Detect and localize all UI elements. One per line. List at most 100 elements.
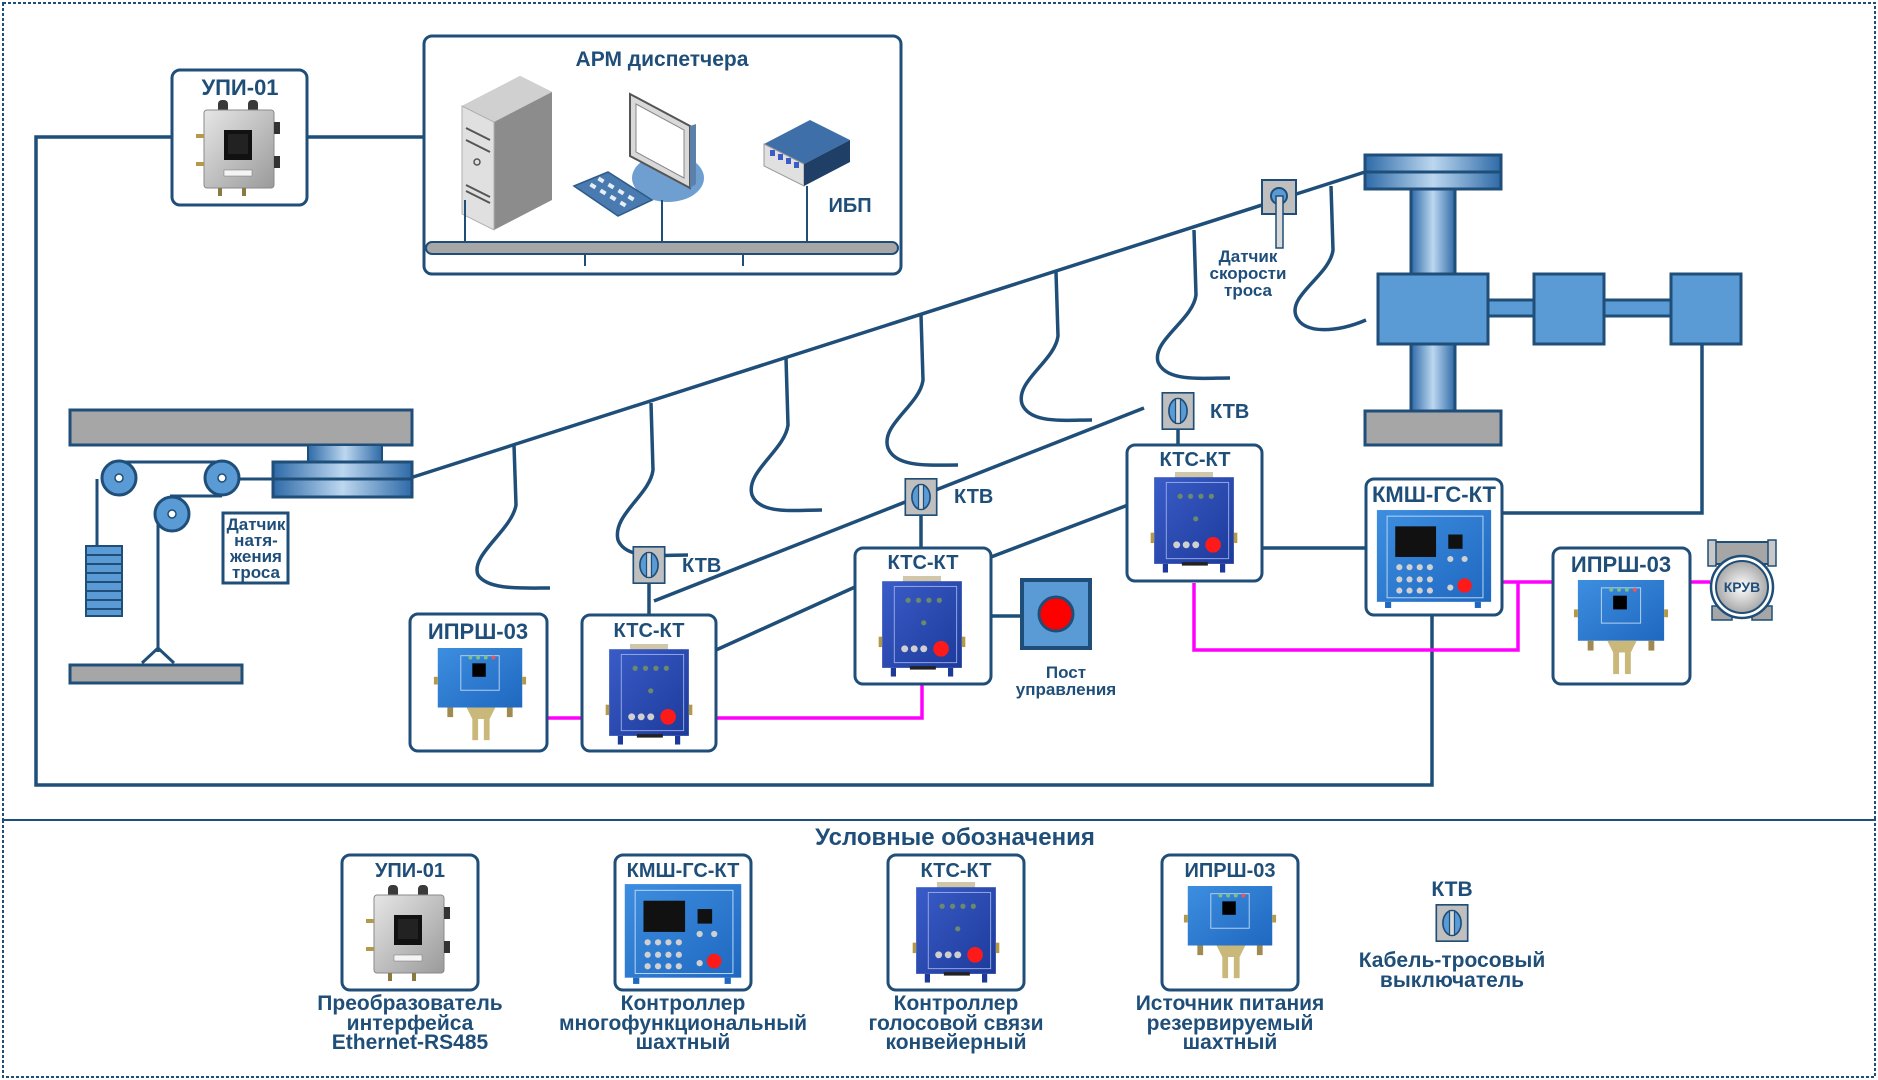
svg-text:шахтный: шахтный bbox=[1183, 1031, 1278, 1054]
device-label: ИПРШ-03 bbox=[1571, 552, 1671, 577]
legend-item-label: КМШ-ГС-КТ bbox=[627, 860, 740, 882]
device-label: КТС-КТ bbox=[1160, 449, 1231, 471]
svg-text:выключатель: выключатель bbox=[1380, 969, 1524, 992]
counterweight bbox=[85, 545, 123, 617]
legend-item-kmsh: КМШ-ГС-КТ Контроллер многофункциональный… bbox=[559, 853, 807, 1054]
device-label: КТС-КТ bbox=[888, 552, 959, 574]
network-lines bbox=[34, 135, 1704, 787]
lan-bus bbox=[425, 241, 899, 255]
workstation-title: АРМ диспетчера bbox=[576, 48, 749, 71]
ktv-label: КТВ bbox=[1210, 401, 1249, 423]
speed-sensor-label: Датчик bbox=[1219, 247, 1278, 266]
legend-item-desc: Преобразователь bbox=[317, 992, 503, 1015]
coupling bbox=[1532, 272, 1606, 346]
device-label: УПИ-01 bbox=[201, 75, 278, 100]
tension-station: Датчик натя- жения троса bbox=[68, 408, 414, 685]
kts-kt-1[interactable]: КТС-КТ bbox=[580, 613, 718, 753]
legend-frame bbox=[2, 819, 1876, 1078]
legend-item-label: ИПРШ-03 bbox=[1184, 860, 1275, 882]
control-post[interactable]: Пост управления bbox=[1016, 578, 1116, 699]
drive-station bbox=[1363, 153, 1743, 447]
iprsh-03-right[interactable]: ИПРШ-03 bbox=[1551, 546, 1692, 686]
bus-line bbox=[34, 135, 1434, 787]
ups-icon[interactable] bbox=[763, 120, 850, 187]
kmsh-to-drive-line bbox=[1502, 344, 1704, 515]
svg-text:жения: жения bbox=[229, 547, 282, 566]
power-line bbox=[716, 684, 924, 720]
upi-01-device[interactable]: УПИ-01 bbox=[170, 68, 309, 207]
device-label: ИПРШ-03 bbox=[428, 619, 528, 644]
pulley-hub bbox=[307, 444, 383, 464]
rope-drop bbox=[885, 314, 959, 467]
rope-drop bbox=[1155, 229, 1231, 381]
kruv-switchgear[interactable]: КРУВ bbox=[1707, 539, 1777, 621]
kts-kt-3[interactable]: КТС-КТ bbox=[1125, 443, 1264, 583]
ktv-switch[interactable]: КТВ bbox=[1161, 392, 1249, 430]
ktv-switch[interactable]: КТВ bbox=[904, 478, 993, 516]
legend-item-label: КТВ bbox=[1431, 878, 1472, 901]
svg-text:голосовой связи: голосовой связи bbox=[868, 1012, 1043, 1035]
iprsh-03-left[interactable]: ИПРШ-03 bbox=[408, 612, 549, 753]
bottom-beam bbox=[68, 663, 244, 685]
legend-item-iprsh: ИПРШ-03 Источник питания резервируемый ш… bbox=[1136, 853, 1325, 1054]
drive-shaft bbox=[1409, 187, 1457, 277]
rope-drop bbox=[475, 444, 551, 590]
svg-text:Ethernet-RS485: Ethernet-RS485 bbox=[332, 1031, 489, 1054]
legend-title: Условные обозначения bbox=[815, 824, 1095, 851]
rope-drop bbox=[1019, 271, 1093, 423]
svg-text:троса: троса bbox=[232, 563, 281, 582]
rope-drop bbox=[1293, 185, 1367, 332]
svg-text:резервируемый: резервируемый bbox=[1147, 1012, 1314, 1035]
control-post-label: Пост bbox=[1046, 663, 1086, 682]
svg-text:многофункциональный: многофункциональный bbox=[559, 1012, 807, 1035]
ktv-label: КТВ bbox=[682, 555, 721, 577]
speed-sensor: Датчик скорости троса bbox=[1210, 179, 1297, 300]
gearbox bbox=[1376, 272, 1490, 346]
svg-text:скорости: скорости bbox=[1210, 264, 1287, 283]
legend-item-kts: КТС-КТ Контроллер голосовой связи конвей… bbox=[868, 853, 1044, 1054]
stop-button-icon bbox=[1037, 595, 1075, 633]
tension-sensor-box bbox=[221, 511, 290, 585]
device-label: КМШ-ГС-КТ bbox=[1372, 482, 1497, 507]
drive-base bbox=[1363, 409, 1503, 447]
monitor-icon[interactable] bbox=[629, 92, 704, 202]
svg-text:конвейерный: конвейерный bbox=[885, 1031, 1026, 1054]
svg-text:интерфейса: интерфейса bbox=[347, 1012, 474, 1035]
svg-text:шахтный: шахтный bbox=[636, 1031, 731, 1054]
server-icon[interactable] bbox=[461, 76, 552, 231]
legend-item-desc: Источник питания bbox=[1136, 992, 1325, 1015]
kts2-kts3-line bbox=[990, 503, 1129, 559]
legend-item-upi: УПИ-01 Преобразователь интерфейса Ethern… bbox=[317, 853, 503, 1054]
svg-text:троса: троса bbox=[1224, 281, 1273, 300]
pull-cable-line bbox=[653, 406, 1145, 603]
kts-kt-2[interactable]: КТС-КТ bbox=[853, 546, 993, 686]
power-line bbox=[1192, 582, 1520, 652]
rope-line bbox=[409, 170, 1366, 480]
power-lines bbox=[548, 580, 1710, 720]
kmsh-gs-kt[interactable]: КМШ-ГС-КТ bbox=[1364, 477, 1504, 617]
svg-text:управления: управления bbox=[1016, 680, 1116, 699]
legend-item-label: КТС-КТ bbox=[921, 860, 992, 882]
ktv-label: КТВ bbox=[954, 486, 993, 508]
kruv-label: КРУВ bbox=[1724, 579, 1761, 595]
keyboard-icon[interactable] bbox=[572, 171, 654, 217]
tension-sensor-label: Датчик bbox=[227, 515, 286, 534]
legend-item-desc: Контроллер bbox=[621, 992, 746, 1015]
top-beam bbox=[68, 408, 414, 447]
ups-label: ИБП bbox=[828, 195, 871, 217]
legend-item-ktv: КТВ Кабель-тросовый выключатель bbox=[1359, 878, 1546, 992]
drive-motor bbox=[1669, 272, 1743, 346]
device-label: КТС-КТ bbox=[614, 620, 685, 642]
legend-item-desc: Кабель-тросовый bbox=[1359, 949, 1546, 972]
pulley-wheels bbox=[100, 459, 241, 533]
svg-text:натя-: натя- bbox=[234, 531, 278, 550]
ktv-switch[interactable]: КТВ bbox=[632, 546, 721, 584]
conveyor-rope bbox=[409, 170, 1367, 590]
workstation-panel: АРМ диспетчера bbox=[422, 34, 903, 276]
legend-item-desc: Контроллер bbox=[894, 992, 1019, 1015]
legend-item-label: УПИ-01 bbox=[375, 860, 445, 882]
rope-drop bbox=[615, 402, 689, 558]
rope-drop bbox=[749, 357, 823, 513]
